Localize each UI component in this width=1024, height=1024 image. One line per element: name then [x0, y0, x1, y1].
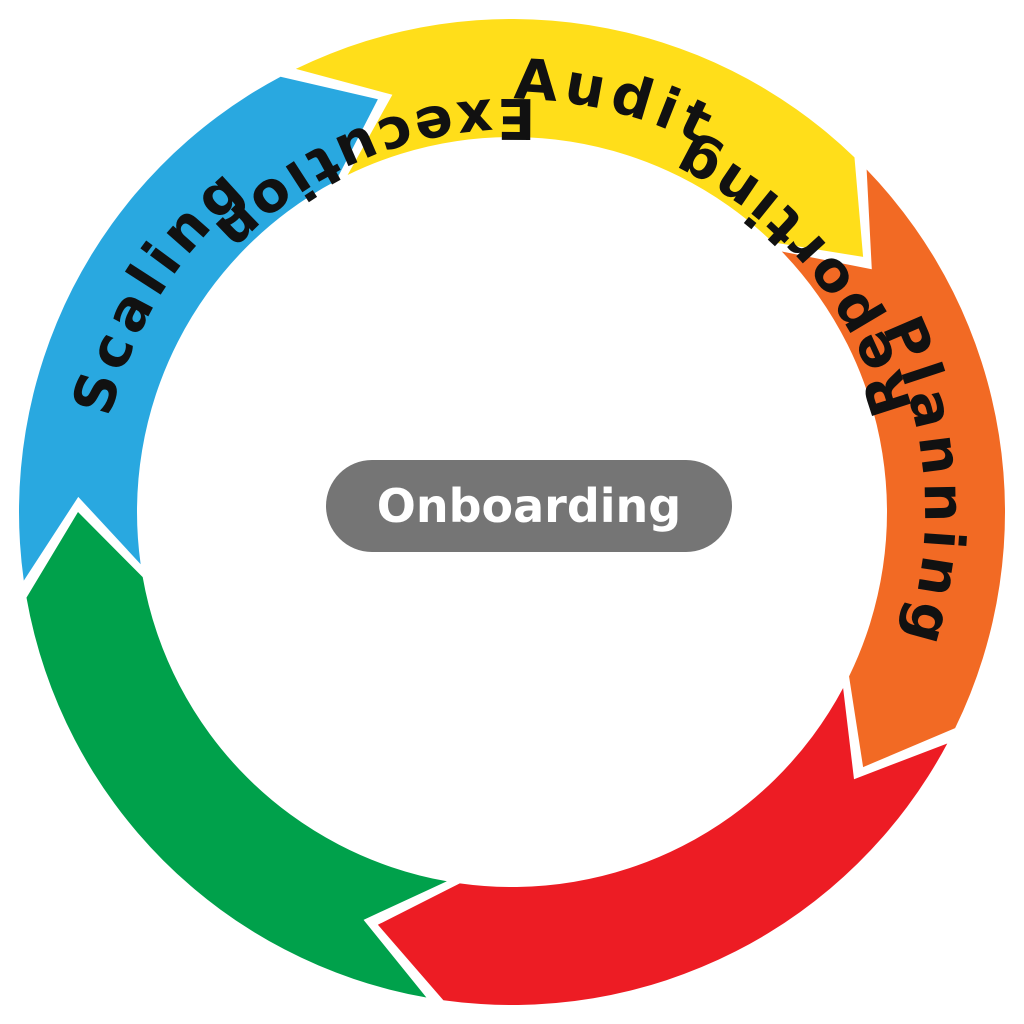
stage-segment-scaling[interactable]: [19, 76, 378, 581]
cycle-segments: [19, 18, 1006, 1005]
stage-segment-planning[interactable]: [781, 169, 1006, 768]
center-label: Onboarding: [377, 479, 681, 533]
center-badge[interactable]: Onboarding: [326, 460, 732, 552]
center-pill: [326, 460, 732, 552]
stage-segment-execution[interactable]: [377, 688, 948, 1005]
stage-segment-audit[interactable]: [295, 18, 864, 257]
stage-segment-reporting[interactable]: [26, 512, 447, 998]
